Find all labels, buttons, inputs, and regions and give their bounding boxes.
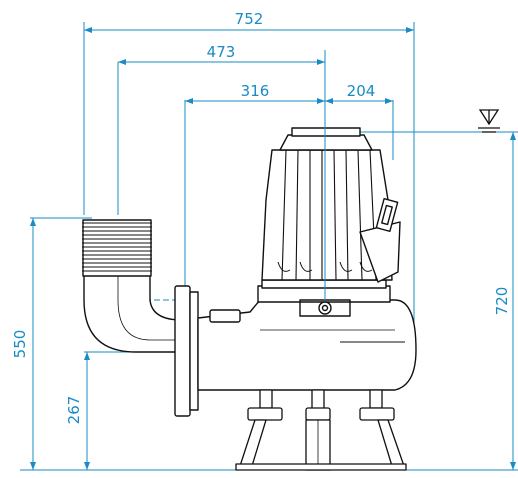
pump-stand bbox=[235, 389, 407, 471]
dim-flange-to-centerline: 316 bbox=[241, 82, 270, 100]
pump-body bbox=[82, 127, 417, 471]
dim-overall-height: 720 bbox=[493, 287, 511, 316]
dim-centerline-to-back: 204 bbox=[347, 82, 376, 100]
dim-flange-center-height: 267 bbox=[65, 396, 83, 425]
water-level-triangle-icon bbox=[478, 109, 500, 133]
volute-casing bbox=[197, 299, 417, 391]
discharge-flange bbox=[174, 285, 191, 417]
discharge-elbow bbox=[83, 274, 183, 353]
hose-ribs bbox=[82, 222, 152, 272]
dim-outlet-height: 550 bbox=[11, 330, 29, 359]
dim-overall-width: 752 bbox=[235, 10, 264, 28]
dimension-arrows bbox=[30, 27, 516, 470]
dim-outlet-to-centerline: 473 bbox=[207, 43, 236, 61]
hose-connector bbox=[82, 219, 152, 277]
